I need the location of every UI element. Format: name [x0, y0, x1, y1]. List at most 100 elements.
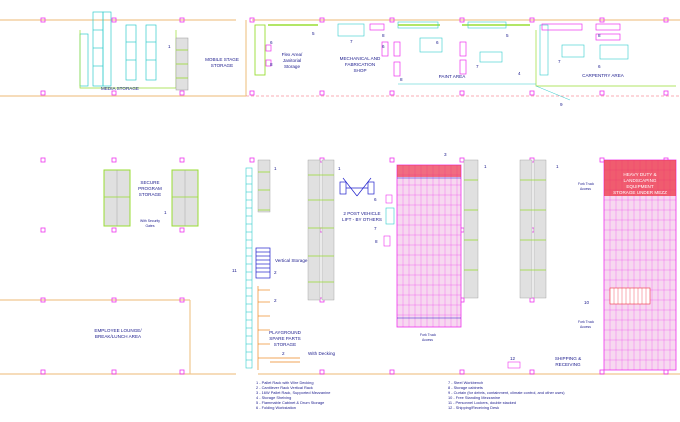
building-walls	[0, 19, 680, 375]
fork-truck-label-3a: Fork Truck	[420, 333, 436, 337]
legend-item-12: 12 - Shipping/Receiving Desk	[448, 405, 499, 410]
shipping-label-1: SHIPPING &	[555, 356, 581, 361]
flex-area-label-2: Janitorial	[283, 58, 301, 63]
legend-item-10: 10 - Free Standing Mezzanine	[448, 395, 500, 400]
heavy-duty-label-3: EQUIPMENT	[626, 184, 654, 189]
callout-6-c: 6	[436, 40, 439, 45]
lounge-label-2: BREAK/LUNCH AREA	[95, 334, 142, 339]
callout-1-e: 1	[484, 164, 487, 169]
security-gates-label-1: With Security	[140, 219, 160, 223]
callout-8-b: 8	[382, 33, 385, 38]
callout-6-b: 6	[382, 44, 385, 49]
cantilever-racks	[257, 286, 300, 370]
security-gates-label-2: Gates	[145, 224, 154, 228]
personnel-lockers	[245, 167, 253, 369]
callout-11: 11	[232, 268, 237, 273]
supported-mezzanine	[396, 164, 462, 328]
callout-7-a: 7	[350, 39, 353, 44]
vertical-storage-label: Vertical Storage	[275, 258, 308, 263]
callout-7-c: 7	[558, 59, 561, 64]
media-storage-label: MEDIA STORAGE	[101, 86, 139, 91]
secure-program-racks	[103, 169, 199, 227]
callout-9: 9	[560, 102, 563, 107]
legend-item-5: 5 - Flammable Cabinet & Drum Storage	[256, 400, 324, 405]
shipping-desk	[507, 361, 521, 369]
legend-item-9: 9 - Curtain (for debris, containment, cl…	[448, 390, 565, 395]
legend-left: 1 - Pallet Rack with Wire Decking 2 - Ca…	[256, 380, 330, 410]
shipping-label-2: RECEIVING	[555, 362, 581, 367]
playground-label-1: PLAYGROUND	[269, 330, 302, 335]
callout-2-a: 2	[274, 270, 277, 275]
callout-8-c: 8	[400, 77, 403, 82]
mobile-stage-rack	[175, 37, 189, 91]
legend-item-8: 8 - Storage cabinets	[448, 385, 483, 390]
mech-shop-label-1: MECHANICAL AND	[340, 56, 381, 61]
vertical-storage-rack	[255, 247, 271, 279]
pallet-rack-left	[257, 159, 271, 213]
callout-6-a: 6	[270, 40, 273, 45]
free-standing-mezzanine	[603, 159, 677, 371]
fork-truck-label-2b: Access	[580, 325, 591, 329]
secure-storage-label-3: STORAGE	[139, 192, 161, 197]
pallet-rack-center	[307, 159, 335, 301]
callout-1-b: 1	[164, 210, 167, 215]
callout-5-a: 5	[312, 31, 315, 36]
lift-label-1: 2 POST VEHICLE	[343, 211, 380, 216]
flex-area-room	[254, 24, 266, 76]
media-storage-fence	[79, 30, 177, 89]
lift-label-2: LIFT - BY OTHERS	[342, 217, 382, 222]
with-decking-label: With Decking	[308, 351, 336, 356]
curtain-line	[398, 83, 571, 101]
carpentry-area-label: CARPENTRY AREA	[582, 73, 625, 78]
heavy-duty-label-4: STORAGE UNDER MEZZ	[613, 190, 667, 195]
callout-4-a: 4	[518, 71, 521, 76]
callout-12: 12	[510, 356, 516, 361]
callout-1-a: 1	[168, 44, 171, 49]
legend-item-7: 7 - Steel Workbench	[448, 380, 483, 385]
top-storage-cabinets	[265, 23, 621, 77]
legend-item-2: 2 - Cantilever Rack Vertical Rack	[256, 385, 313, 390]
callouts: 1 6 8 5 7 8 6 8 6 7 5 4 7 8 6 9 1 1 1 6 …	[164, 31, 601, 361]
lounge-label-1: EMPLOYEE LOUNGE/	[94, 328, 142, 333]
secure-storage-label-1: SECURE	[140, 180, 159, 185]
legend-item-4: 4 - Storage Shelving	[256, 395, 291, 400]
legend-item-6: 6 - Folding Workstation	[256, 405, 296, 410]
mobile-stage-label-1: MOBILE STAGE	[205, 57, 239, 62]
legend-item-11: 11 - Personnel Lockers, double stacked	[448, 400, 516, 405]
secure-storage-label-2: PROGRAM	[138, 186, 162, 191]
fork-truck-label-2a: Fork Truck	[578, 320, 594, 324]
callout-2-c: 2	[282, 351, 285, 356]
pallet-rack-right-1	[463, 159, 479, 299]
callout-2-b: 2	[274, 298, 277, 303]
callout-3: 3	[444, 152, 447, 157]
two-post-lift-icon	[339, 177, 375, 197]
heavy-duty-label-2: LANDSCAPING	[624, 178, 657, 183]
callout-5-b: 5	[506, 33, 509, 38]
flex-area-label-1: Flex Area/	[282, 52, 303, 57]
callout-7-b: 7	[476, 64, 479, 69]
callout-1-c: 1	[274, 166, 277, 171]
top-cabinets	[337, 21, 629, 76]
callout-8-d: 8	[598, 33, 601, 38]
fork-truck-label-1a: Fork Truck	[578, 182, 594, 186]
mobile-stage-label-2: STORAGE	[211, 63, 233, 68]
fork-truck-label-1b: Access	[580, 187, 591, 191]
callout-1-f: 1	[556, 164, 559, 169]
callout-10: 10	[584, 300, 590, 305]
callout-7-d: 7	[374, 226, 377, 231]
callout-8-e: 8	[375, 239, 378, 244]
legend-right: 7 - Steel Workbench 8 - Storage cabinets…	[448, 380, 565, 410]
legend-item-1: 1 - Pallet Rack with Wire Decking	[256, 380, 314, 385]
lift-side-cabinets	[383, 194, 395, 247]
mech-shop-label-3: SHOP	[353, 68, 366, 73]
flex-area-label-3: Storage	[284, 64, 301, 69]
fork-truck-label-3b: Access	[422, 338, 433, 342]
heavy-duty-label-1: HEAVY DUTY &	[623, 172, 656, 177]
callout-6-e: 6	[374, 197, 377, 202]
legend-item-3: 3 - 16W Pallet Rack, Supported Mezzanine	[256, 390, 330, 395]
playground-label-3: STORAGE	[274, 342, 296, 347]
mech-shop-label-2: FABRICATION	[345, 62, 375, 67]
pallet-rack-right-2	[519, 159, 547, 299]
callout-8-a: 8	[270, 62, 273, 67]
media-storage-shelving	[79, 11, 157, 87]
